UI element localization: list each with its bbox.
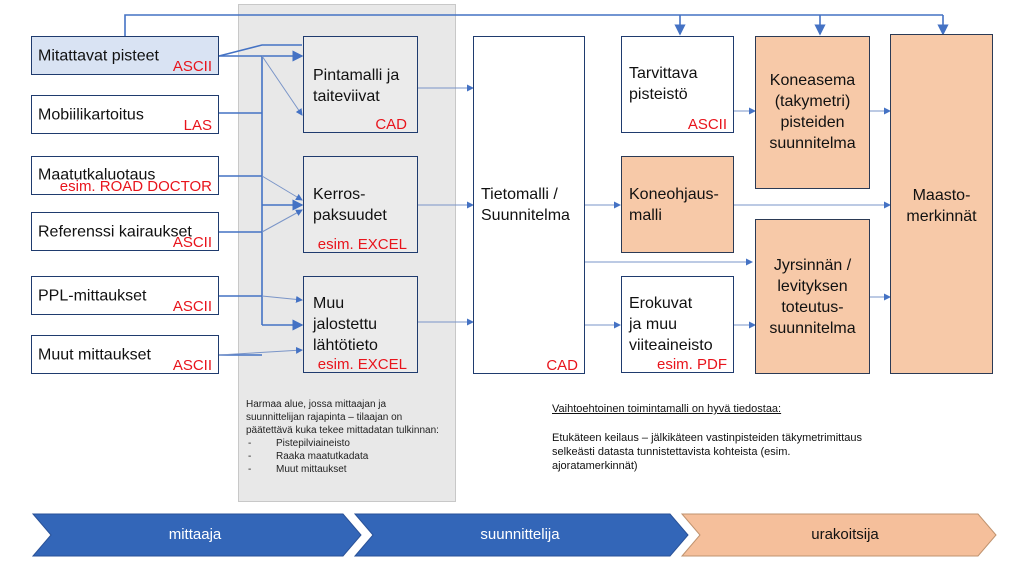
output-box-jyrsinnan: Jyrsinnän / levityksen toteutus- suunnit… — [755, 219, 870, 374]
format-label: CAD — [375, 116, 407, 133]
output-label: Jyrsinnän / levityksen toteutus- suunnit… — [769, 257, 856, 337]
format-label: ASCII — [172, 234, 212, 251]
source-label: Muut mittaukset — [38, 346, 151, 363]
output-label: Maasto- merkinnät — [906, 187, 977, 225]
list-item: Pistepilviaineisto — [246, 437, 446, 450]
format-label: esim. EXCEL — [317, 236, 407, 253]
format-label: ASCII — [172, 298, 212, 315]
output-box-maastomerkinnat: Maasto- merkinnät — [890, 34, 993, 374]
output-box-tarvittava-pisteisto: Tarvittava pisteistö ASCII — [621, 36, 734, 133]
format-label: ASCII — [172, 357, 212, 374]
process-label: Kerros- paksuudet — [313, 186, 387, 224]
output-box-koneohjausmalli: Koneohjaus- malli — [621, 156, 734, 253]
format-label: esim. ROAD DOCTOR — [59, 178, 212, 195]
gray-area-note: Harmaa alue, jossa mittaajan ja suunnitt… — [246, 398, 446, 476]
source-label: Mobiilikartoitus — [38, 106, 144, 123]
output-label: Erokuvat ja muu viiteaineisto — [629, 295, 713, 354]
role-label-suunnittelija: suunnittelija — [480, 526, 560, 543]
source-label: Mitattavat pisteet — [38, 47, 159, 64]
output-label: Koneasema (takymetri) pisteiden suunnite… — [769, 72, 856, 152]
process-label: Pintamalli ja taiteviivat — [313, 67, 400, 105]
format-label: ASCII — [687, 116, 727, 133]
output-box-erokuvat: Erokuvat ja muu viiteaineisto esim. PDF — [621, 276, 734, 373]
role-arrow-suunnittelija — [353, 513, 689, 557]
role-arrow-urakoitsija — [680, 513, 997, 557]
role-label-urakoitsija: urakoitsija — [811, 526, 879, 543]
output-label: Koneohjaus- malli — [629, 186, 719, 224]
process-label: Muu jalostettu lähtötieto — [313, 295, 378, 354]
model-label: Tietomalli / Suunnitelma — [481, 186, 570, 224]
source-box-maatutkaluotaus: Maatutkaluotaus esim. ROAD DOCTOR — [31, 156, 219, 195]
output-label: Tarvittava pisteistö — [629, 65, 698, 103]
format-label: esim. EXCEL — [317, 356, 407, 373]
source-box-referenssi-kairaukset: Referenssi kairaukset ASCII — [31, 212, 219, 251]
output-box-koneasema: Koneasema (takymetri) pisteiden suunnite… — [755, 36, 870, 189]
source-box-muut-mittaukset: Muut mittaukset ASCII — [31, 335, 219, 374]
list-item: Muut mittaukset — [246, 463, 446, 476]
format-label: CAD — [546, 357, 578, 374]
format-label: LAS — [183, 117, 212, 134]
role-label-mittaaja: mittaaja — [168, 526, 222, 543]
source-box-ppl-mittaukset: PPL-mittaukset ASCII — [31, 276, 219, 315]
alternative-text: Etukäteen keilaus – jälkikäteen vastinpi… — [552, 432, 862, 472]
source-box-mitattavat-pisteet: Mitattavat pisteet ASCII — [31, 36, 219, 75]
list-item: Raaka maatutkadata — [246, 450, 446, 463]
source-box-mobiilikartoitus: Mobiilikartoitus LAS — [31, 95, 219, 134]
alternative-title: Vaihtoehtoinen toimintamalli on hyvä tie… — [552, 403, 782, 415]
process-box-kerrospaksuudet: Kerros- paksuudet esim. EXCEL — [303, 156, 418, 253]
format-label: ASCII — [172, 58, 212, 75]
role-arrow-mittaaja — [31, 513, 362, 557]
process-box-muu-jalostettu: Muu jalostettu lähtötieto esim. EXCEL — [303, 276, 418, 373]
source-label: PPL-mittaukset — [38, 287, 147, 304]
process-box-pintamalli: Pintamalli ja taiteviivat CAD — [303, 36, 418, 133]
gray-area-note-text: Harmaa alue, jossa mittaajan ja suunnitt… — [246, 399, 439, 436]
format-label: esim. PDF — [656, 356, 727, 373]
source-label: Maatutkaluotaus — [38, 166, 156, 184]
model-box: Tietomalli / Suunnitelma CAD — [473, 36, 585, 374]
source-label: Referenssi kairaukset — [38, 223, 192, 240]
